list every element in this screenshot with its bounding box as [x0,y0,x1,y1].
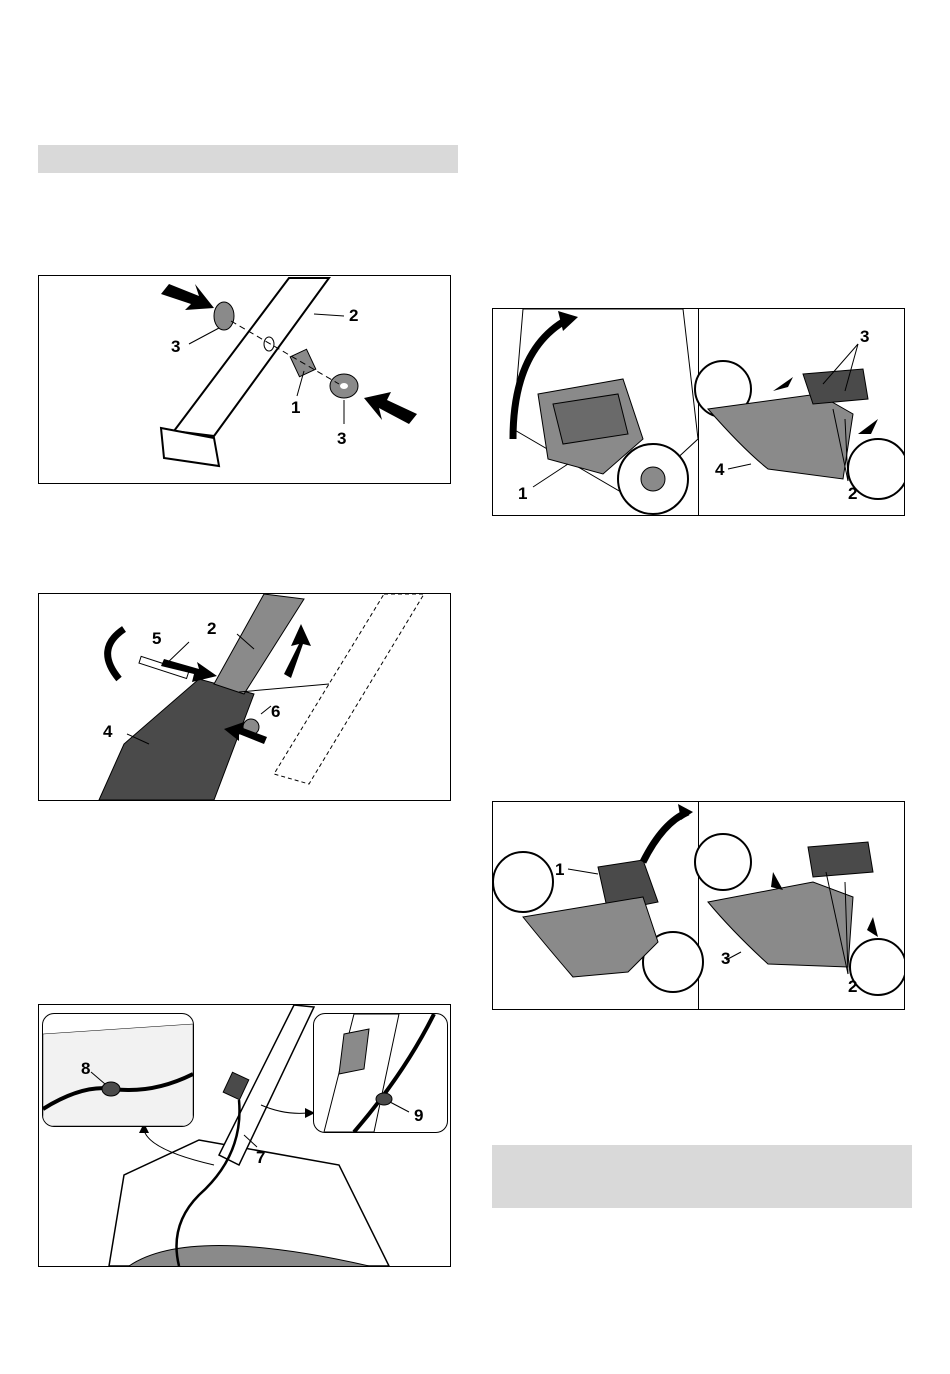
handle-bushing-illustration: 2 3 1 3 [39,276,450,483]
arrow-icon [364,392,417,424]
inset-left-illustration: 8 [43,1014,193,1126]
label-2: 2 [349,306,358,325]
arrow-icon [161,284,214,310]
figure-handle-bushing: 2 3 1 3 [38,275,451,484]
inset-left-cable-clip: 8 [42,1013,194,1127]
label-8: 8 [81,1059,90,1078]
label-9: 9 [414,1106,423,1125]
label-1: 1 [555,860,564,879]
label-1: 1 [518,484,527,503]
label-4: 4 [103,722,113,741]
arrow-icon [284,624,311,678]
figure-cable-routing: 7 8 9 [38,1004,451,1267]
label-6: 6 [271,702,280,721]
section-heading-bar-right [492,1145,912,1208]
arrow-icon [867,917,878,937]
label-3: 3 [860,327,869,346]
inset-right-cable-clip: 9 [313,1013,448,1133]
arrow-icon [773,377,793,391]
figure-grass-box-attach: 1 3 4 2 [492,308,905,516]
arrow-icon [858,419,878,434]
label-3b: 3 [337,429,346,448]
grass-box-attach-illustration: 1 3 4 2 [493,309,904,515]
label-2: 2 [848,484,857,503]
figure-handle-mount: 5 2 4 6 [38,593,451,801]
section-heading-bar-left [38,145,458,173]
label-7: 7 [256,1148,265,1167]
label-2: 2 [207,619,216,638]
label-2: 2 [848,977,857,996]
arrow-icon [771,872,783,890]
label-1: 1 [291,398,300,417]
inset-right-illustration: 9 [314,1014,447,1132]
handle-mount-illustration: 5 2 4 6 [39,594,450,800]
label-3: 3 [721,949,730,968]
label-3: 3 [171,337,180,356]
grass-box-remove-illustration: 1 3 2 [493,802,904,1009]
label-5: 5 [152,629,161,648]
rotate-arrow-icon [108,629,124,679]
label-4: 4 [715,460,725,479]
figure-grass-box-remove: 1 3 2 [492,801,905,1010]
